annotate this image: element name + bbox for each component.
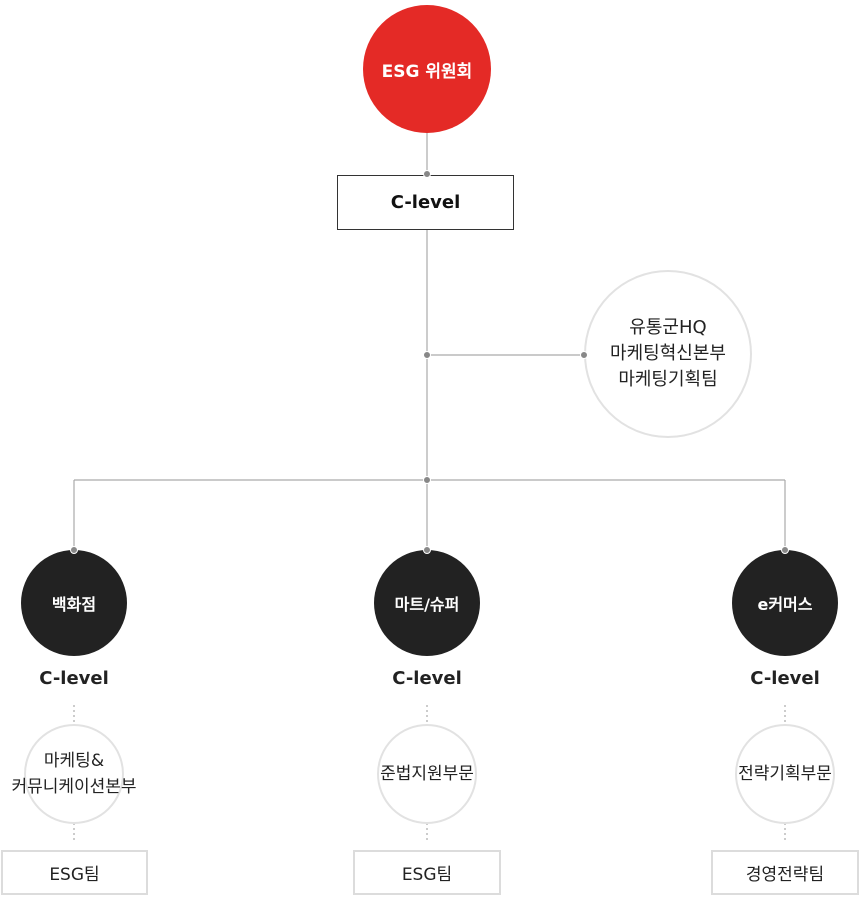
top-clevel-box: C-level — [337, 175, 514, 230]
connector-dot — [423, 351, 431, 359]
division-clevel-label: C-level — [750, 667, 820, 689]
sub-unit-line-1: 전략기획부문 — [738, 764, 832, 784]
team-box-ecommerce: 경영전략팀 — [711, 850, 859, 895]
team-label: ESG팀 — [401, 865, 453, 885]
connector-dot — [580, 351, 588, 359]
hq-line-1: 유통군HQ — [629, 317, 707, 338]
division-name: 백화점 — [51, 595, 97, 614]
division-name: 마트/슈퍼 — [394, 595, 460, 614]
connector-dot — [423, 546, 431, 554]
sub-unit-line-1: 마케팅& — [43, 751, 105, 771]
hq-marketing-node: 유통군HQ 마케팅혁신본부 마케팅기획팀 — [584, 270, 752, 438]
division-node-mart-super: 마트/슈퍼 — [374, 550, 480, 656]
team-label: ESG팀 — [49, 865, 100, 885]
sub-unit-circle — [735, 724, 835, 824]
esg-committee-label: ESG 위원회 — [381, 61, 473, 82]
team-box-department-store: ESG팀 — [1, 850, 148, 895]
division-clevel-label: C-level — [39, 667, 109, 689]
division-clevel-label: C-level — [392, 667, 462, 689]
sub-unit-line-2: 커뮤니케이션본부 — [11, 777, 137, 797]
sub-unit-label: 준법지원부문 — [352, 744, 502, 804]
connector-dot — [70, 546, 78, 554]
team-label: 경영전략팀 — [745, 865, 825, 885]
team-box-mart-super: ESG팀 — [353, 850, 501, 895]
hq-line-2: 마케팅혁신본부 — [610, 343, 726, 364]
sub-unit-circle — [377, 724, 477, 824]
esg-committee-node: ESG 위원회 — [363, 5, 491, 133]
division-name: e커머스 — [757, 595, 813, 614]
sub-unit-line-1: 준법지원부문 — [380, 764, 474, 784]
connector-dot — [423, 476, 431, 484]
connector-dot — [781, 546, 789, 554]
division-node-ecommerce: e커머스 — [732, 550, 838, 656]
hq-line-3: 마케팅기획팀 — [618, 369, 718, 390]
connector-dot — [423, 170, 431, 178]
top-clevel-label: C-level — [390, 192, 461, 213]
sub-unit-circle — [24, 724, 124, 824]
sub-unit-label: 전략기획부문 — [710, 744, 860, 804]
division-node-department-store: 백화점 — [21, 550, 127, 656]
sub-unit-label: 마케팅& 커뮤니케이션본부 — [0, 744, 149, 804]
